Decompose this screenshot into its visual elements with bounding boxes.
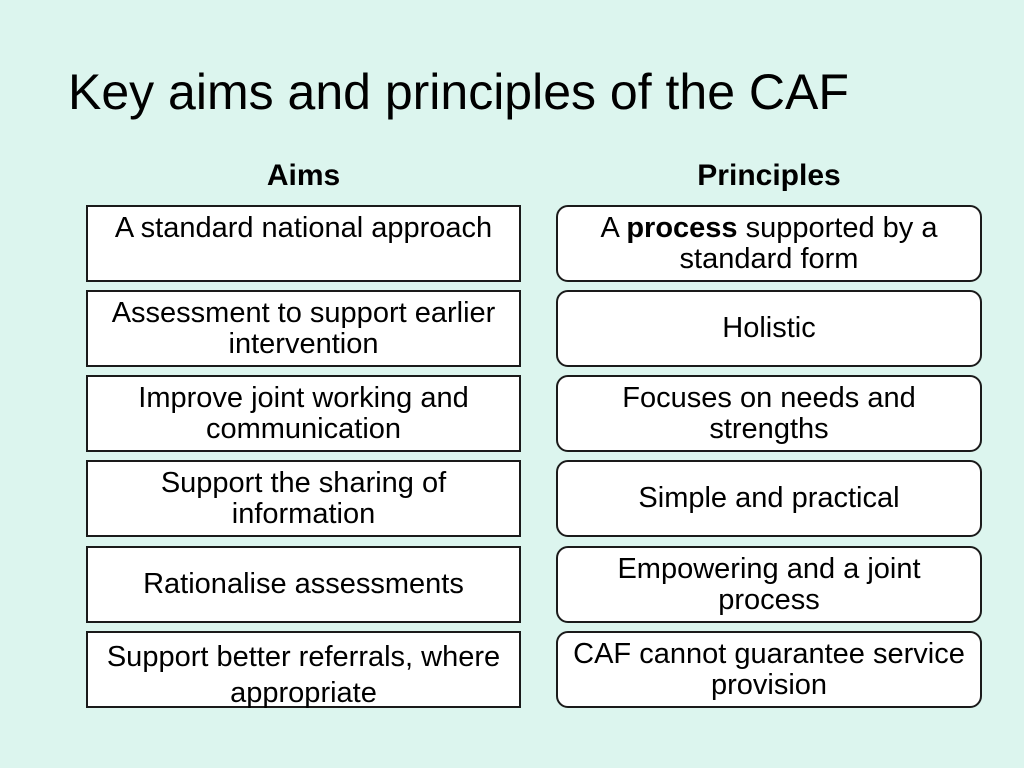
principles-column-header: Principles: [697, 159, 841, 192]
aim-text: A standard national approach: [114, 212, 493, 244]
principle-text: Simple and practical: [638, 482, 900, 514]
aim-text: Support better referrals, where appropri…: [106, 641, 501, 709]
aim-text: Rationalise assessments: [143, 568, 464, 600]
aim-box: Improve joint working and communication: [86, 375, 521, 452]
slide-title: Key aims and principles of the CAF: [68, 64, 849, 120]
aim-box: A standard national approach: [86, 205, 521, 282]
aims-column-header: Aims: [266, 159, 341, 192]
aim-text: Support the sharing of information: [160, 467, 447, 530]
principle-box: A process supported by a standard form: [556, 205, 982, 282]
principle-box: Simple and practical: [556, 460, 982, 537]
principle-text: A process supported by a standard form: [558, 213, 980, 275]
principle-box: Focuses on needs and strengths: [556, 375, 982, 452]
principle-text: Focuses on needs and strengths: [622, 382, 916, 445]
principle-box: Empowering and a joint process: [556, 546, 982, 623]
aim-text: Assessment to support earlier interventi…: [111, 297, 496, 360]
principle-text: Empowering and a joint process: [617, 553, 921, 616]
principle-bold-word: process: [626, 212, 738, 244]
principle-text: CAF cannot guarantee service provision: [573, 638, 965, 701]
aim-box: Support better referrals, where appropri…: [86, 631, 521, 709]
principle-box: CAF cannot guarantee service provision: [556, 631, 982, 708]
aim-box: Rationalise assessments: [86, 546, 521, 623]
principle-prefix: A: [600, 212, 627, 244]
aim-text: Improve joint working and communication: [138, 382, 469, 445]
aim-box: Assessment to support earlier interventi…: [86, 290, 521, 367]
principle-suffix: supported by a standard form: [679, 212, 938, 275]
principle-text: Holistic: [722, 312, 816, 344]
principle-box: Holistic: [556, 290, 982, 367]
aim-box: Support the sharing of information: [86, 460, 521, 537]
